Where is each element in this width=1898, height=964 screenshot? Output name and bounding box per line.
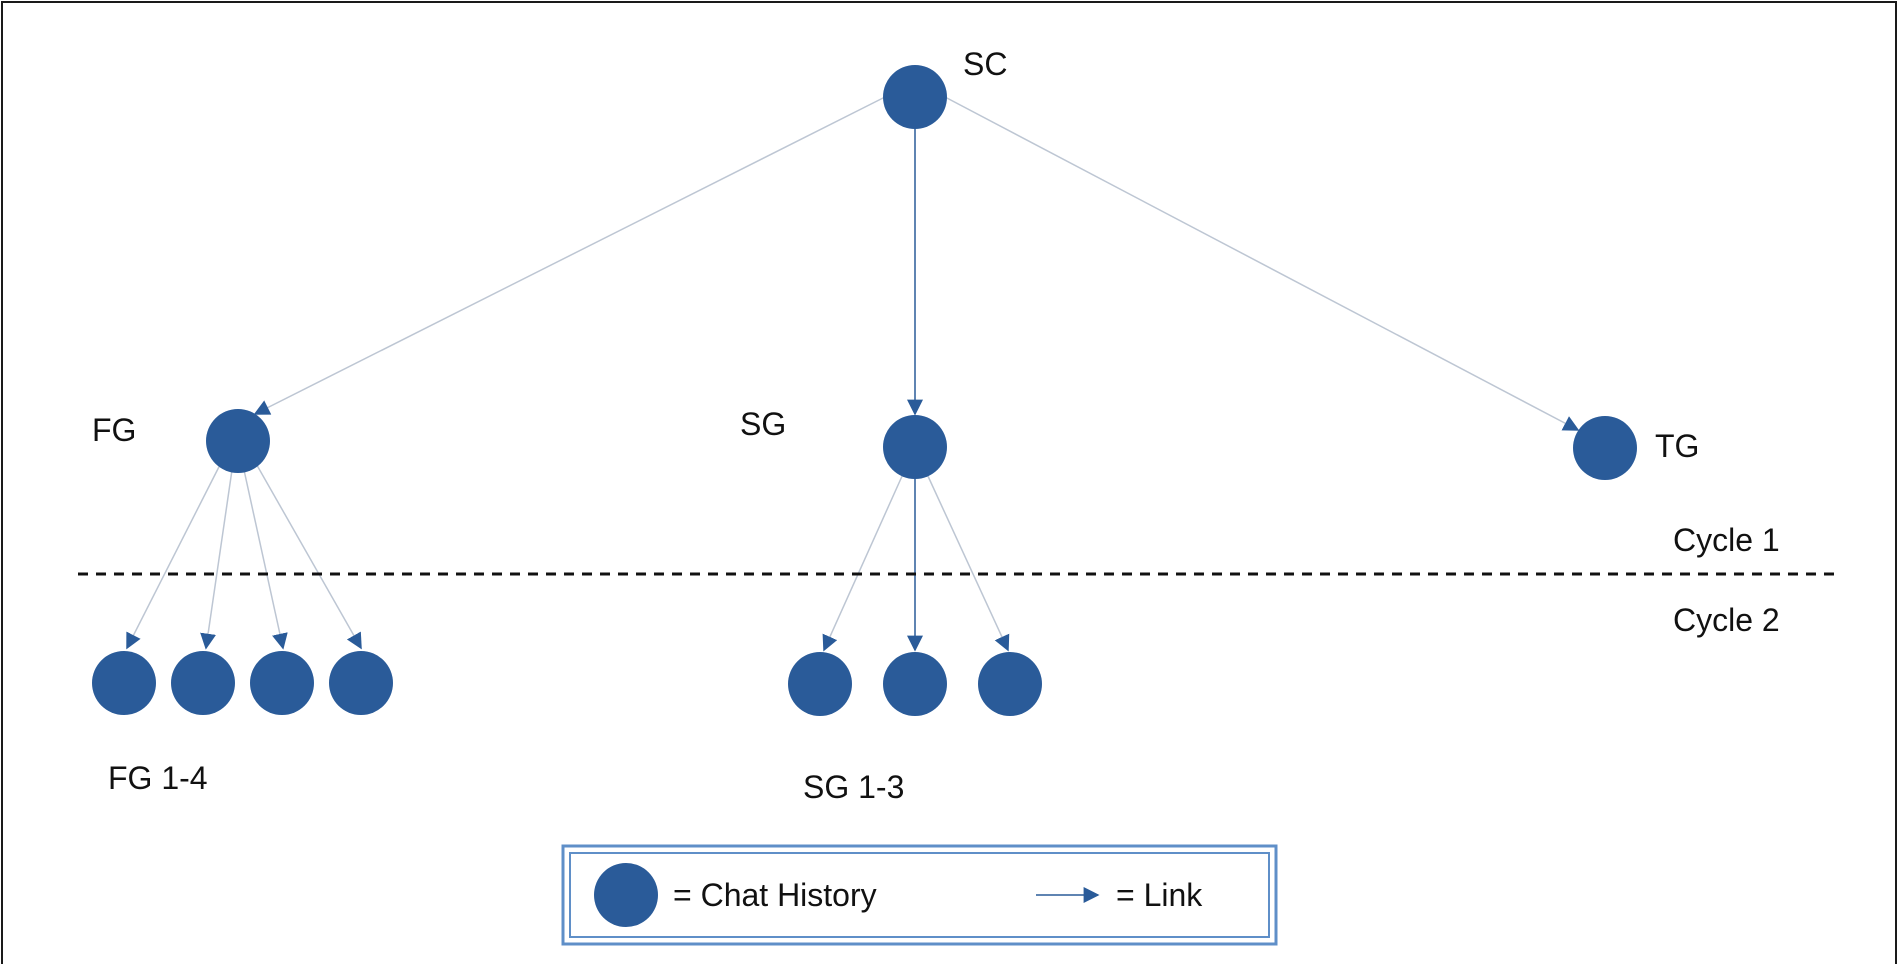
node-sg-2 — [883, 652, 947, 716]
edge-sg-sg3 — [926, 473, 1010, 652]
nodes-sg-children — [788, 652, 1042, 716]
label-sc: SC — [963, 46, 1007, 82]
edges-fg-children — [126, 452, 362, 650]
label-cycle-1: Cycle 1 — [1673, 522, 1780, 558]
node-sg-3 — [978, 652, 1042, 716]
legend-outer-border — [561, 844, 1278, 946]
edges-sg-children — [822, 473, 1010, 652]
legend: = Chat History = Link — [561, 844, 1278, 946]
node-fg-1 — [92, 651, 156, 715]
legend-inner-border — [569, 852, 1270, 938]
legend-chat-history-icon — [594, 863, 658, 927]
node-fg-2 — [171, 651, 235, 715]
nodes-fg-children — [92, 651, 393, 715]
legend-chat-history-label: = Chat History — [673, 877, 877, 913]
label-tg: TG — [1655, 428, 1699, 464]
nodes-main — [206, 65, 1637, 480]
label-fg: FG — [92, 412, 136, 448]
edge-sg-sg1 — [822, 473, 904, 652]
edge-fg-fg4 — [249, 452, 362, 650]
edge-sc-fg — [253, 96, 886, 415]
legend-link-label: = Link — [1116, 877, 1203, 913]
node-sg — [883, 415, 947, 479]
node-sg-1 — [788, 652, 852, 716]
node-fg-3 — [250, 651, 314, 715]
edge-fg-fg1 — [126, 452, 227, 650]
node-fg — [206, 409, 270, 473]
label-fg-children: FG 1-4 — [108, 760, 208, 796]
node-fg-4 — [329, 651, 393, 715]
edge-sc-tg — [944, 96, 1580, 431]
node-sc — [883, 65, 947, 129]
edges-level-1 — [253, 96, 1580, 431]
edge-fg-fg3 — [243, 469, 288, 650]
label-cycle-2: Cycle 2 — [1673, 602, 1780, 638]
node-tg — [1573, 416, 1637, 480]
label-sg: SG — [740, 406, 786, 442]
label-sg-children: SG 1-3 — [803, 769, 904, 805]
edge-fg-fg2 — [200, 469, 233, 650]
